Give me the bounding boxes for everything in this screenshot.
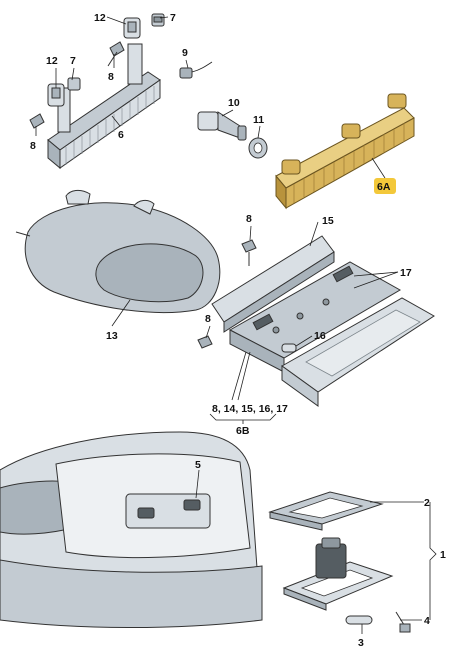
label-11: 11 [253, 114, 264, 126]
seal-ring-11 [248, 137, 268, 159]
nut-7-lower [67, 77, 81, 91]
screw-4 [395, 611, 411, 633]
label-5: 5 [195, 459, 201, 471]
lens-cover [281, 297, 435, 407]
screw-8-left [197, 335, 213, 349]
brake-light-6a-highlighted [275, 93, 415, 210]
screw-8-lower [29, 113, 45, 129]
bulb-16 [281, 343, 297, 353]
label-2: 2 [424, 497, 430, 509]
label-6: 6 [118, 129, 124, 141]
label-7-lower: 7 [70, 55, 76, 67]
callout-labels: 12 7 8 12 7 8 9 6 10 11 6A 13 8 15 17 8 … [30, 12, 446, 649]
label-6b: 6B [236, 425, 250, 437]
label-9: 9 [182, 47, 188, 59]
label-4: 4 [424, 615, 430, 627]
nut-7-upper [151, 13, 165, 27]
badge-6a [374, 178, 396, 194]
label-6a: 6A [377, 181, 391, 193]
label-13: 13 [106, 330, 118, 342]
licence-lamp-5 [137, 499, 201, 519]
clip-12-upper [123, 17, 141, 39]
screw-8-middle [241, 239, 257, 266]
label-8-upper: 8 [108, 71, 114, 83]
label-17: 17 [400, 267, 412, 279]
rear-window-lens-13 [15, 189, 221, 314]
seal-plate-2 [268, 491, 384, 531]
label-15: 15 [322, 215, 334, 227]
light-module-body [228, 261, 402, 373]
brake-light-housing-6 [47, 43, 161, 170]
label-6b-list: 8, 14, 15, 16, 17 [212, 403, 288, 415]
label-12-lower: 12 [46, 55, 58, 67]
mounting-bracket-15 [211, 235, 335, 333]
label-7-upper: 7 [170, 12, 176, 24]
bulb-holder-10 [197, 111, 247, 141]
label-8-left: 8 [205, 313, 211, 325]
label-10: 10 [228, 97, 240, 109]
leader-lines [35, 16, 437, 634]
label-3: 3 [358, 637, 364, 649]
label-1: 1 [440, 549, 446, 561]
lamp-housing [282, 537, 394, 611]
screw-8-upper [107, 41, 125, 67]
label-8-middle: 8 [246, 213, 252, 225]
bulb-3 [345, 615, 373, 625]
cable-connector-9 [179, 61, 213, 79]
car-rear-body [0, 431, 263, 628]
label-8-lower: 8 [30, 140, 36, 152]
label-12-upper: 12 [94, 12, 106, 24]
label-16: 16 [314, 330, 326, 342]
